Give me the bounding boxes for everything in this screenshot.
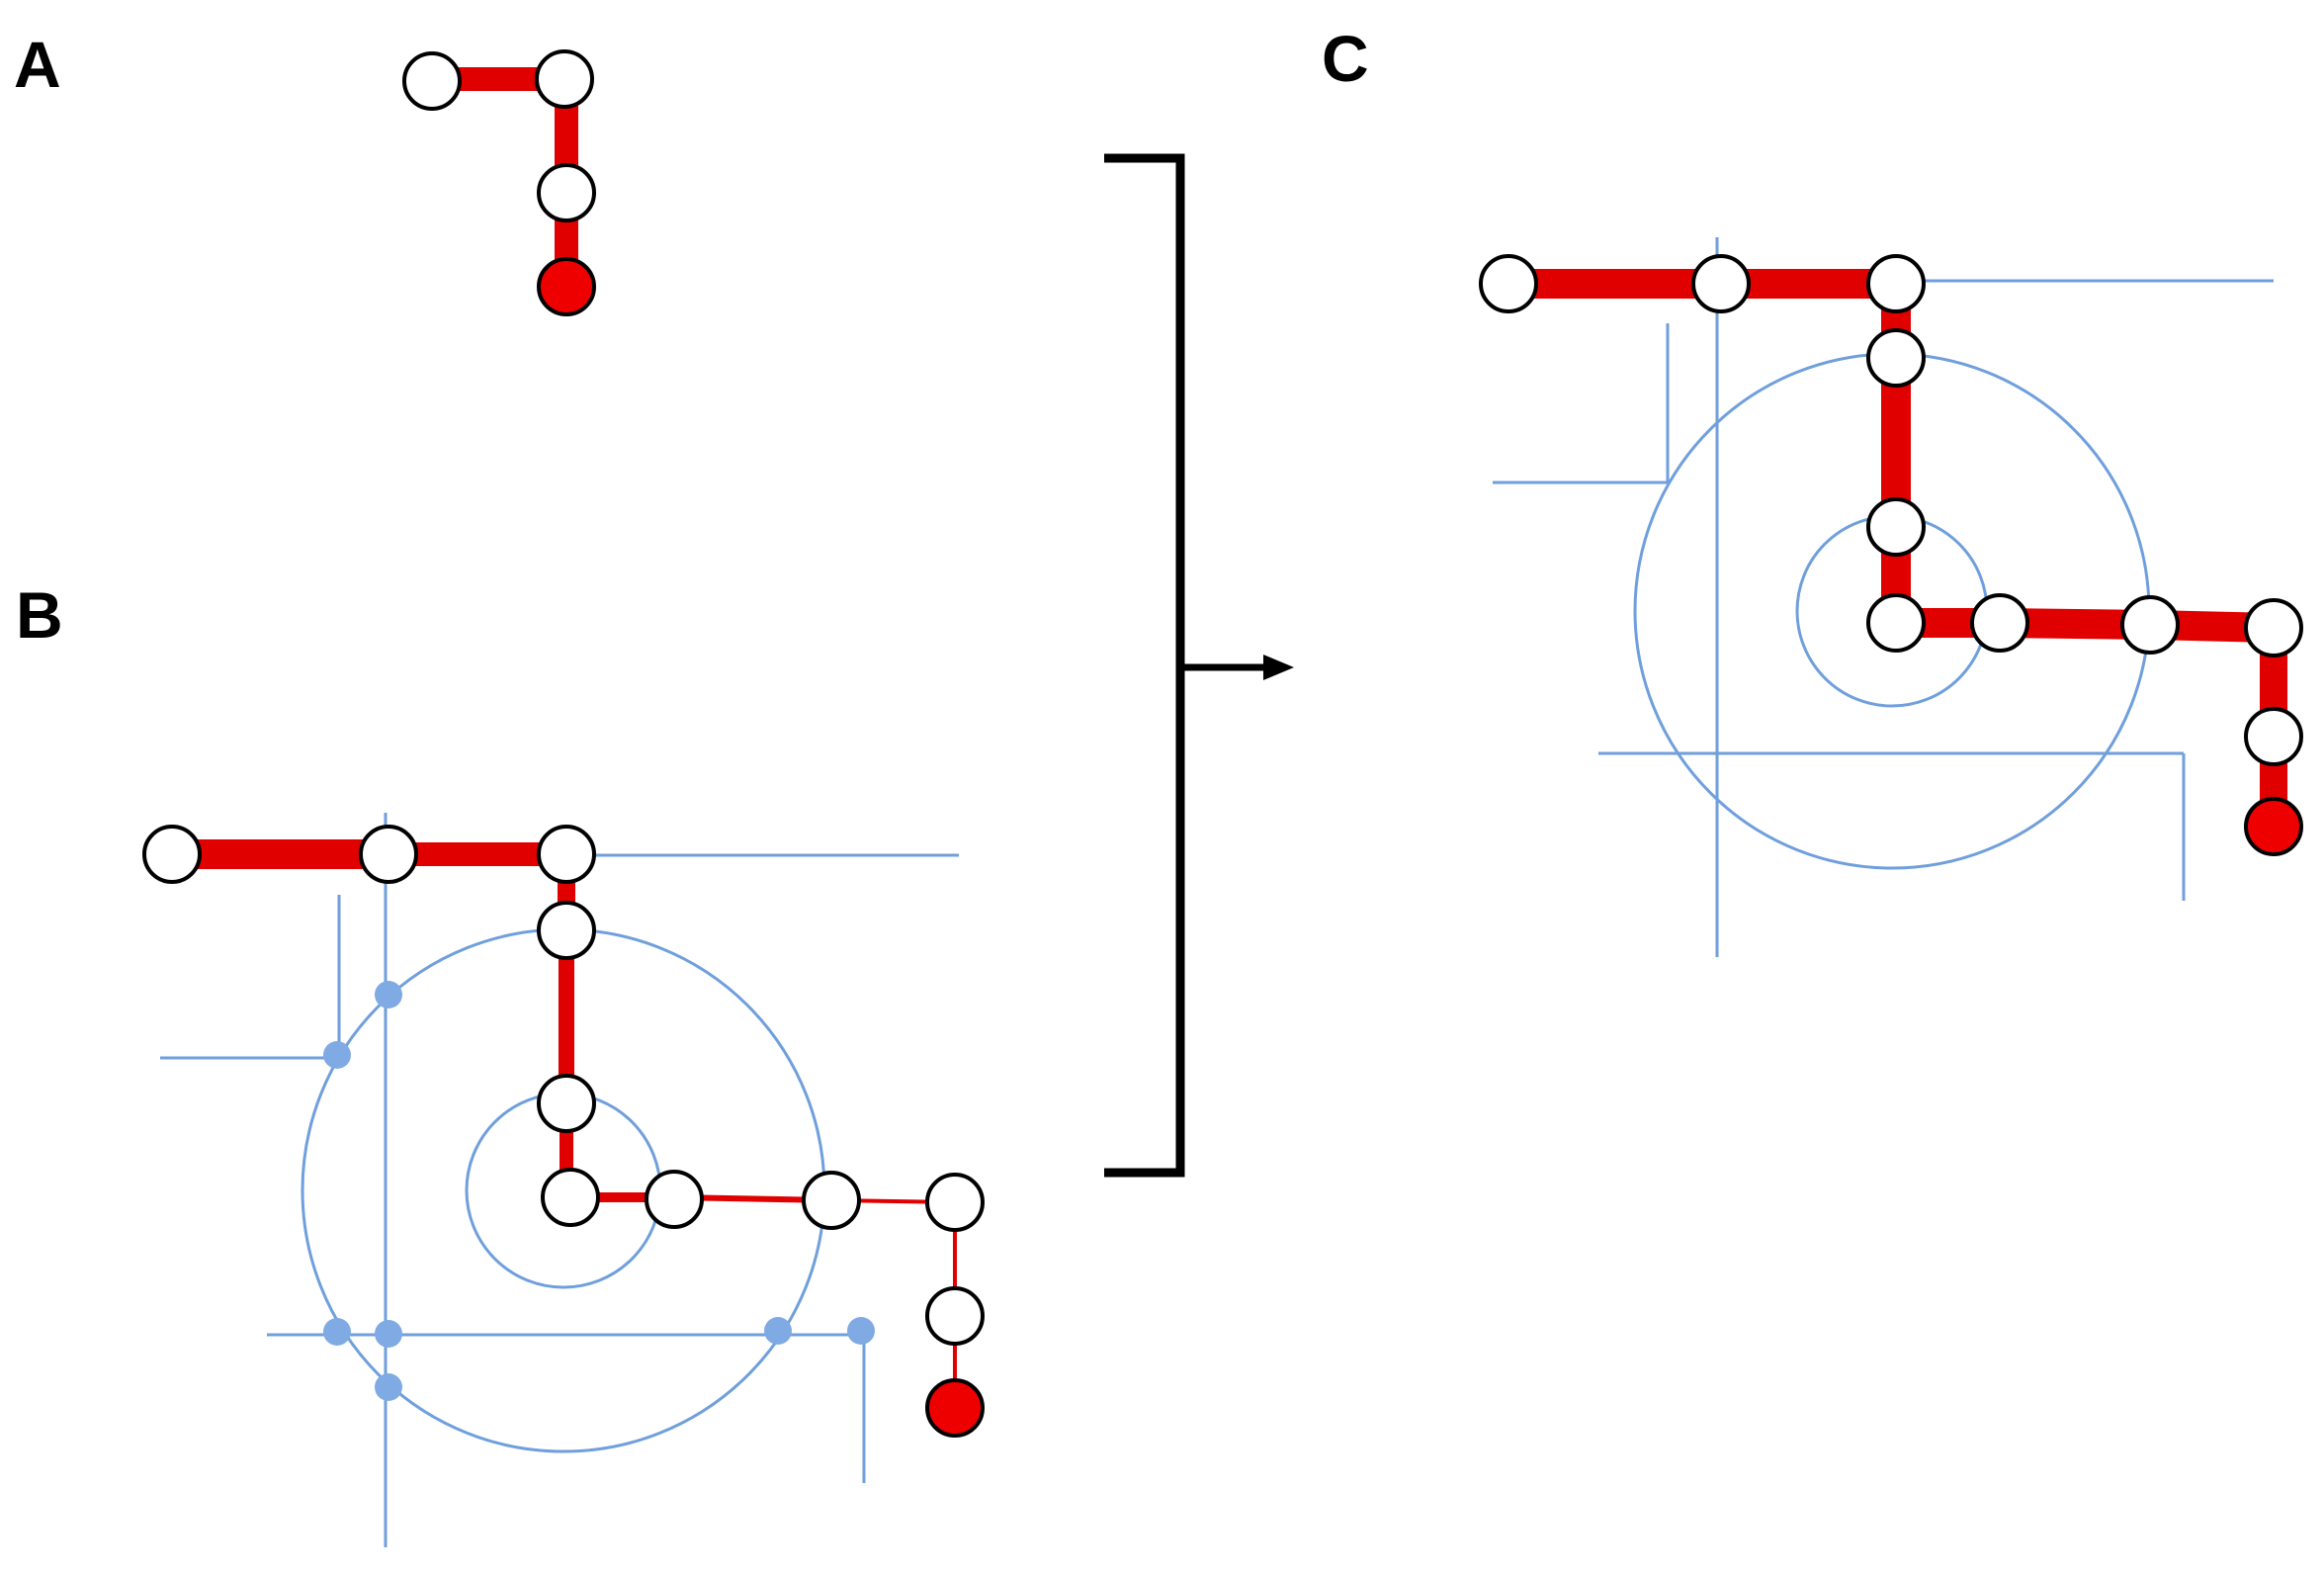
panel-a-nodes bbox=[402, 49, 596, 316]
intersection-dot bbox=[375, 1320, 402, 1348]
node bbox=[402, 51, 462, 111]
node bbox=[2244, 707, 2303, 766]
node bbox=[359, 825, 418, 884]
intersection-dot bbox=[323, 1041, 351, 1069]
panel-c-nodes bbox=[1479, 254, 2303, 856]
intersection-dot bbox=[847, 1317, 875, 1345]
panel-c-blue-lines bbox=[1493, 237, 2274, 957]
intersection-dot bbox=[764, 1317, 792, 1345]
node bbox=[925, 1173, 985, 1232]
node bbox=[2244, 598, 2303, 657]
node bbox=[2120, 595, 2180, 655]
intersection-dot bbox=[375, 1373, 402, 1401]
node bbox=[1866, 497, 1926, 557]
node bbox=[1866, 328, 1926, 388]
node bbox=[1691, 254, 1751, 313]
end-node bbox=[537, 257, 596, 316]
node bbox=[1866, 593, 1926, 653]
bracket-arrow bbox=[1104, 153, 1294, 1178]
end-node bbox=[925, 1378, 985, 1438]
node bbox=[645, 1170, 704, 1229]
node bbox=[802, 1171, 861, 1230]
node bbox=[1970, 593, 2029, 653]
arrow-head-icon bbox=[1263, 655, 1294, 680]
panel-b bbox=[142, 813, 985, 1547]
panel-c bbox=[1479, 237, 2303, 957]
node bbox=[142, 825, 202, 884]
panel-label-b: B bbox=[16, 578, 63, 652]
panel-b-blue-dots bbox=[323, 981, 875, 1401]
intersection-dot bbox=[375, 981, 402, 1008]
node bbox=[1479, 254, 1538, 313]
node bbox=[1866, 254, 1926, 313]
node bbox=[535, 49, 594, 109]
panel-b-nodes bbox=[142, 825, 985, 1438]
panel-label-c: C bbox=[1322, 22, 1369, 95]
panel-label-a: A bbox=[14, 28, 61, 101]
node bbox=[537, 163, 596, 222]
node bbox=[541, 1168, 600, 1227]
bracket bbox=[1104, 153, 1185, 1178]
panel-a bbox=[402, 49, 596, 316]
node bbox=[537, 1074, 596, 1133]
node bbox=[537, 825, 596, 884]
end-node bbox=[2244, 797, 2303, 856]
intersection-dot bbox=[323, 1318, 351, 1346]
node bbox=[537, 901, 596, 960]
node bbox=[925, 1286, 985, 1346]
